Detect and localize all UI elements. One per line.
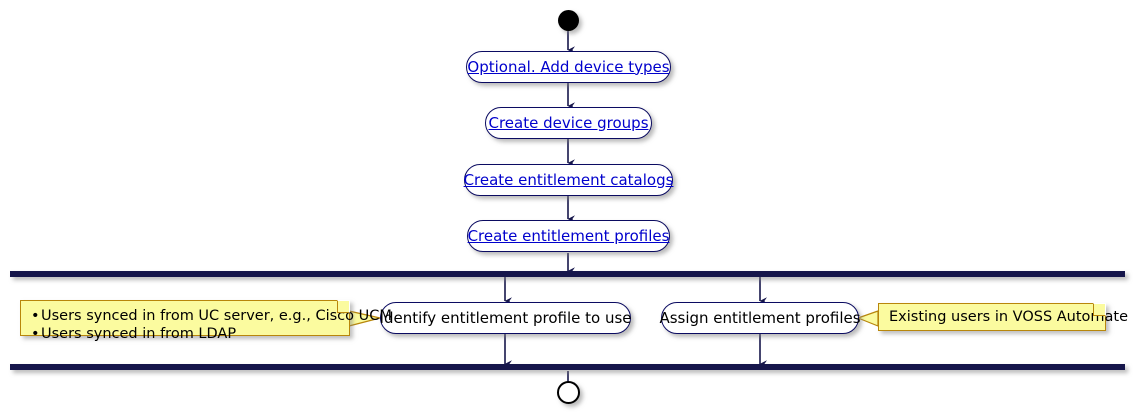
note-users-synced: •Users synced in from UC server, e.g., C…: [20, 300, 392, 342]
activity-label: Identify entitlement profile to use: [379, 308, 632, 327]
activity-label: Assign entitlement profiles: [659, 308, 861, 327]
activity-create-entitlement-catalogs[interactable]: Create entitlement catalogs: [464, 164, 673, 196]
note-bullet-item: •Users synced in from LDAP: [31, 325, 339, 343]
activity-label: Optional. Add device types: [467, 57, 670, 76]
note-existing-users: Existing users in VOSS Automate: [878, 303, 1129, 331]
note-bullet-item: •Users synced in from UC server, e.g., C…: [31, 307, 392, 325]
activity-identify-entitlement-profile-to-use[interactable]: Identify entitlement profile to use: [379, 302, 632, 334]
note-fold-icon: [1093, 304, 1105, 316]
note-fold-icon: [337, 301, 349, 313]
bullet-dot-icon: •: [31, 308, 40, 324]
note-bullet-text: Existing users in VOSS Automate: [889, 309, 1129, 325]
fork-bar: [10, 271, 1125, 277]
activity-optional-add-device-types[interactable]: Optional. Add device types: [466, 51, 671, 83]
bullet-dot-icon: •: [31, 326, 40, 342]
activity-create-device-groups[interactable]: Create device groups: [485, 107, 652, 139]
activity-label: Create entitlement profiles: [467, 226, 670, 245]
join-bar: [10, 364, 1125, 370]
activity-label: Create entitlement catalogs: [463, 170, 674, 189]
activity-create-entitlement-profiles[interactable]: Create entitlement profiles: [467, 220, 670, 252]
initial-node: [558, 10, 579, 31]
activity-final-node: [557, 381, 580, 404]
note-content: Existing users in VOSS Automate: [879, 304, 1129, 330]
activity-assign-entitlement-profiles[interactable]: Assign entitlement profiles: [659, 302, 861, 334]
note-content: •Users synced in from UC server, e.g., C…: [21, 301, 392, 349]
note-bullet-text: Users synced in from UC server, e.g., Ci…: [41, 308, 392, 324]
note-bullet-text: Users synced in from LDAP: [41, 326, 237, 342]
activity-label: Create device groups: [488, 113, 649, 132]
